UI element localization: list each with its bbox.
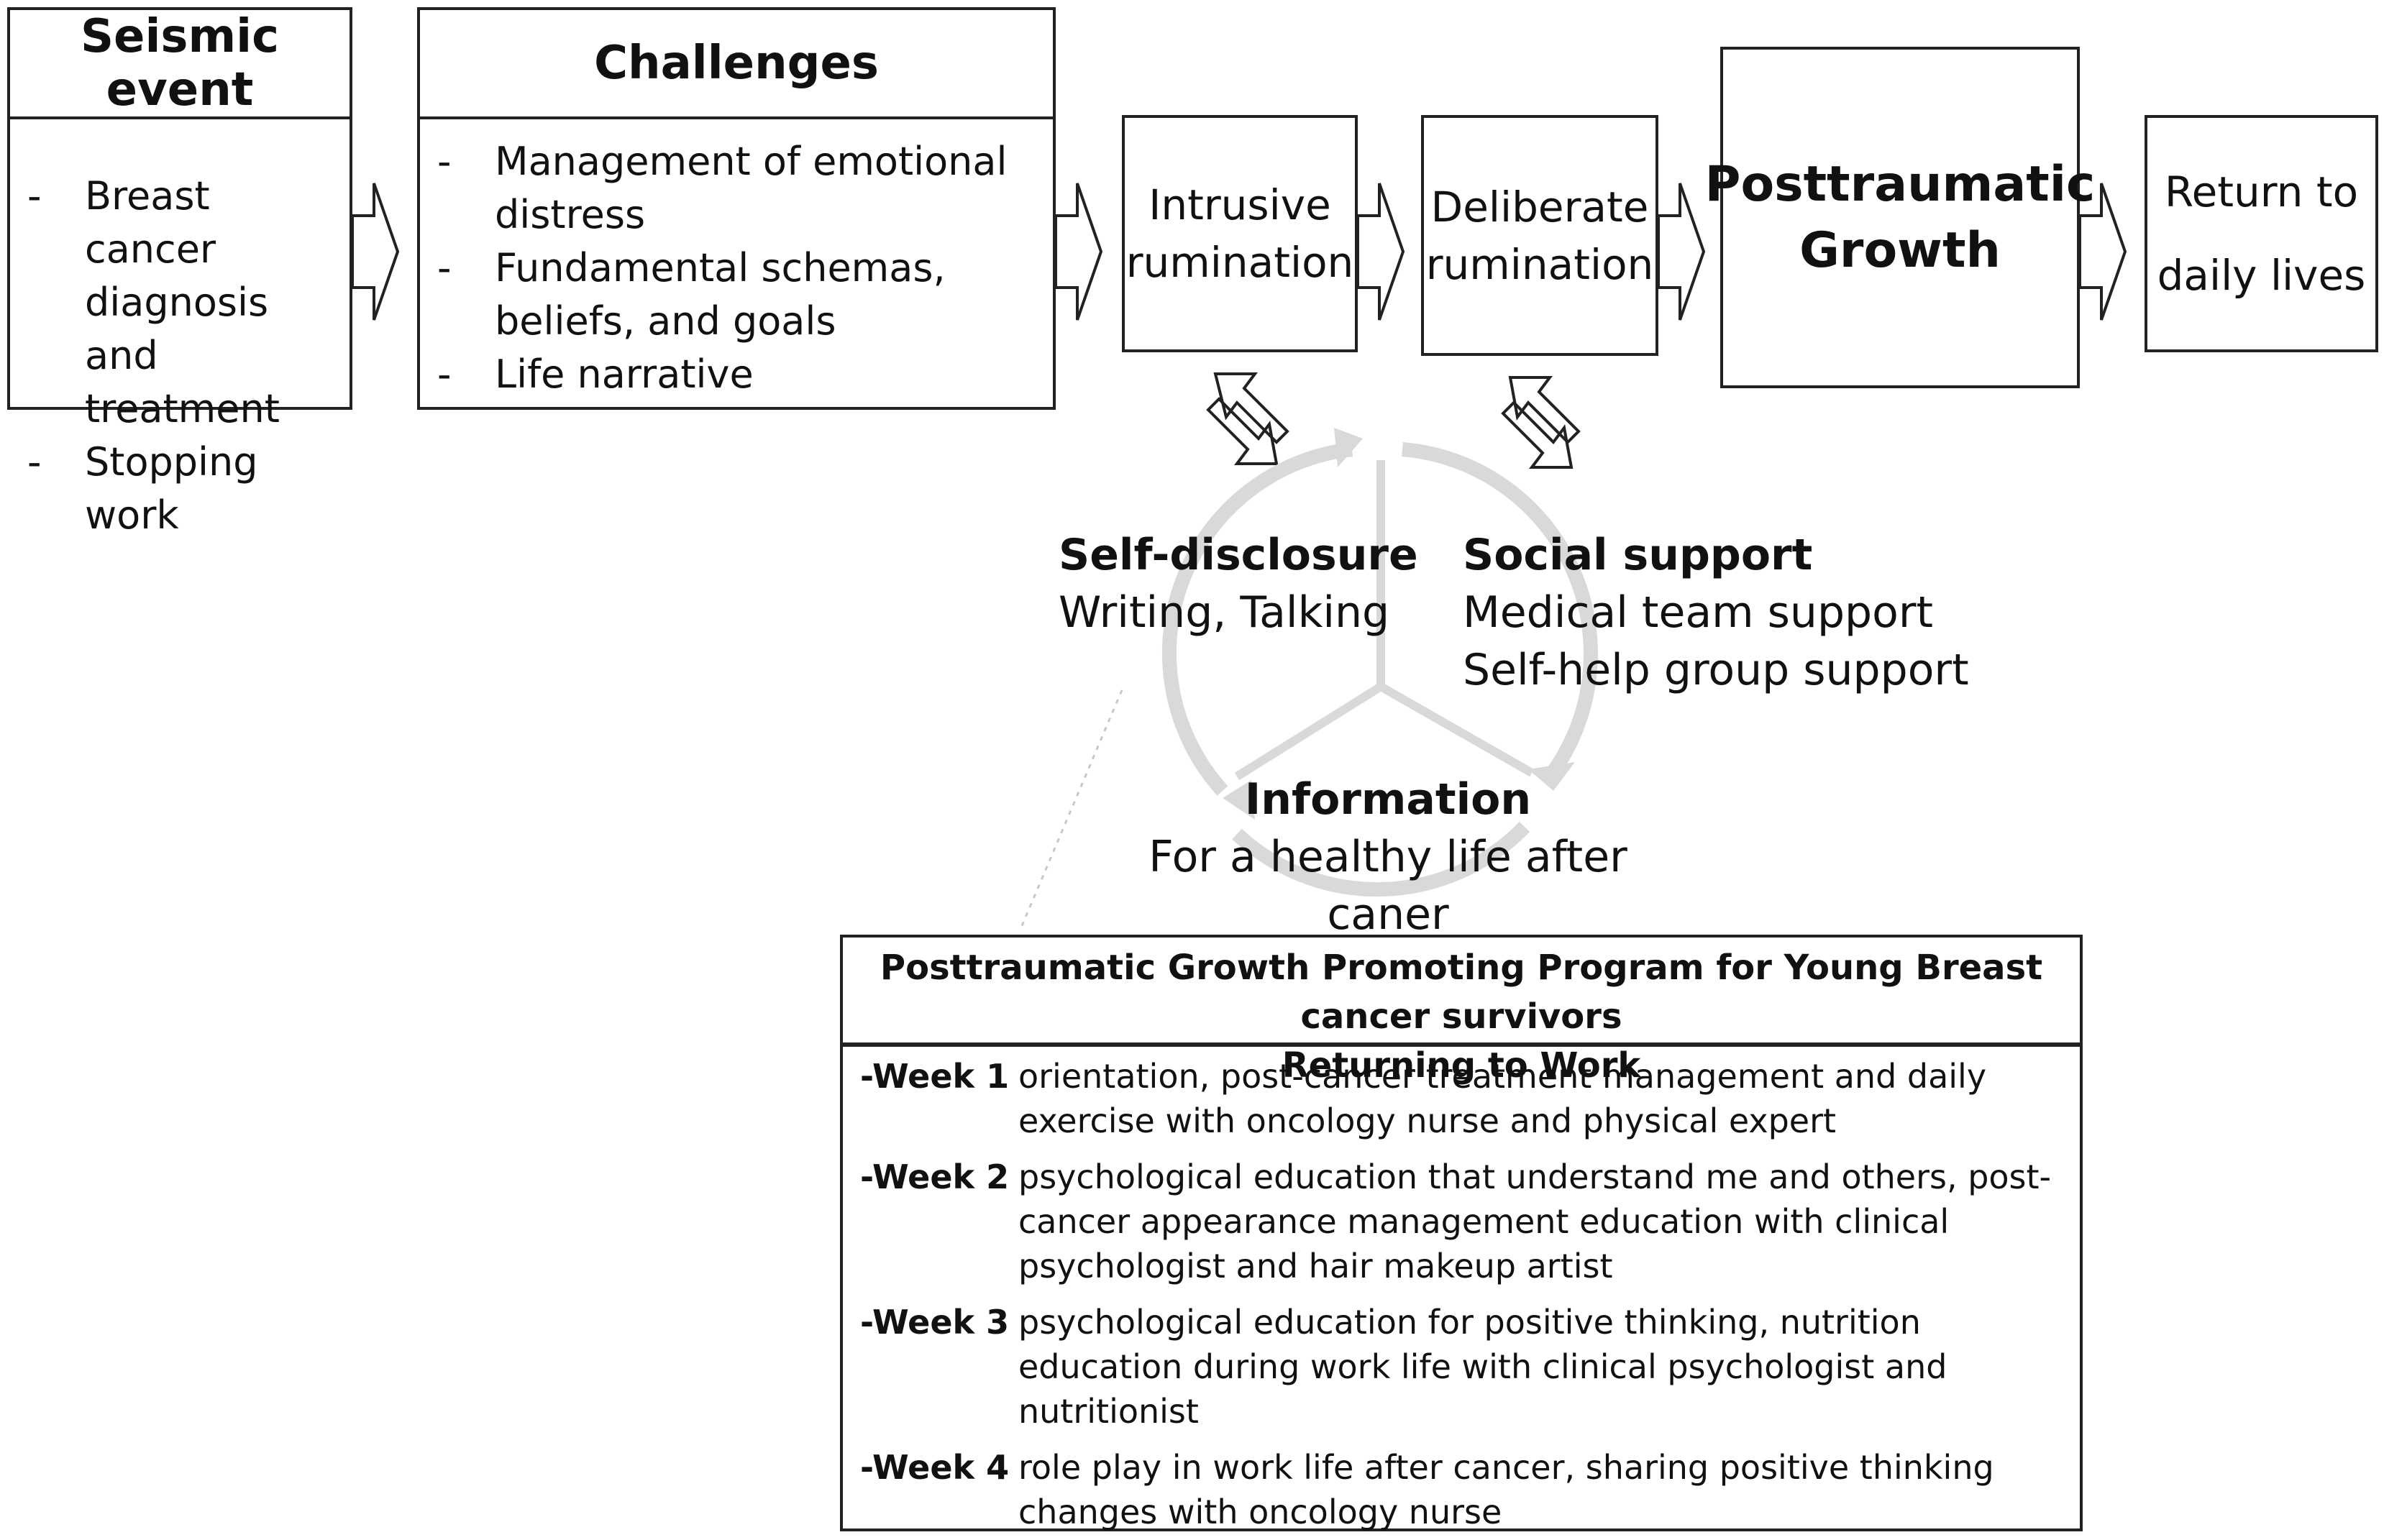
- seismic-event-box: Seismic event - Breast cancer diagnosis …: [7, 7, 352, 538]
- program-week-4: -Week 4 role play in work life after can…: [843, 1445, 2080, 1534]
- self-disclosure-title: Self-disclosure: [1059, 530, 1418, 580]
- week-label: -Week 1: [860, 1057, 1010, 1096]
- program-week-1: -Week 1 orientation, post-cancer treatme…: [843, 1054, 2080, 1143]
- cycle-ring: [1161, 442, 1598, 897]
- information-label: Information For a healthy life after can…: [1143, 771, 1632, 943]
- deliberate-rumination-label: Deliberate rumination: [1425, 182, 1654, 289]
- flow-arrow-4: [1657, 183, 1706, 321]
- exchange-arrow-intrusive: [1206, 372, 1289, 465]
- challenges-box: Challenges - Management of emotional dis…: [417, 7, 1056, 410]
- exchange-arrow-deliberate: [1501, 376, 1581, 469]
- week-text: psychological education for positive thi…: [1018, 1303, 1947, 1431]
- week-text: psychological education that understand …: [1018, 1158, 2052, 1285]
- dotted-connector: [1020, 689, 1123, 928]
- self-disclosure-label: Self-disclosure Writing, Talking: [1059, 526, 1418, 641]
- flow-arrow-3: [1356, 183, 1405, 321]
- return-to-daily-lives-label: Return to daily lives: [2157, 168, 2366, 300]
- deliberate-rumination-box: Deliberate rumination: [1421, 115, 1658, 356]
- cycle-arrowhead-right: [1528, 762, 1575, 791]
- week-label: -Week 2: [860, 1158, 1010, 1196]
- week-label: -Week 3: [860, 1303, 1010, 1342]
- information-title: Information: [1244, 774, 1532, 825]
- self-disclosure-detail: Writing, Talking: [1059, 587, 1390, 638]
- posttraumatic-growth-box: Posttraumatic Growth: [1705, 47, 2095, 388]
- cycle-dividers: [1234, 460, 1534, 781]
- program-week-3: -Week 3 psychological education for posi…: [843, 1300, 2080, 1434]
- intrusive-rumination-box: Intrusive rumination: [1122, 115, 1358, 352]
- posttraumatic-growth-label: Posttraumatic Growth: [1704, 155, 2096, 279]
- flow-arrow-5: [2078, 183, 2127, 321]
- week-text: orientation, post-cancer treatment manag…: [1018, 1057, 1987, 1140]
- information-detail: For a healthy life after caner: [1148, 832, 1627, 940]
- return-to-daily-lives-box: Return to daily lives: [2145, 115, 2378, 352]
- challenge-item: - Management of emotional distress: [437, 139, 1008, 237]
- challenge-item: - Fundamental schemas, beliefs, and goal…: [437, 245, 946, 344]
- challenge-item: - Life narrative: [437, 352, 754, 397]
- intrusive-rumination-label: Intrusive rumination: [1125, 180, 1354, 287]
- week-label: -Week 4: [860, 1448, 1010, 1487]
- seismic-item: - Breast cancer diagnosis and treatment: [27, 173, 280, 431]
- program-box: Posttraumatic Growth Promoting Program f…: [840, 935, 2083, 1531]
- cycle-arrowhead-left: [1223, 780, 1255, 820]
- cycle-arrowhead-top: [1334, 428, 1363, 467]
- week-text: role play in work life after cancer, sha…: [1018, 1448, 1994, 1531]
- seismic-item: - Stopping work: [27, 439, 258, 538]
- flow-arrow-1: [351, 183, 400, 321]
- program-title: Posttraumatic Growth Promoting Program f…: [843, 938, 2080, 1086]
- social-support-label: Social support Medical team support Self…: [1463, 526, 1969, 699]
- social-support-detail-1: Medical team support: [1463, 587, 1934, 638]
- social-support-title: Social support: [1463, 530, 1813, 580]
- flow-arrow-2: [1054, 183, 1103, 321]
- program-week-2: -Week 2 psychological education that und…: [843, 1155, 2080, 1288]
- challenges-title: Challenges: [420, 10, 1053, 119]
- seismic-event-title: Seismic event: [10, 10, 350, 119]
- social-support-detail-2: Self-help group support: [1463, 645, 1969, 695]
